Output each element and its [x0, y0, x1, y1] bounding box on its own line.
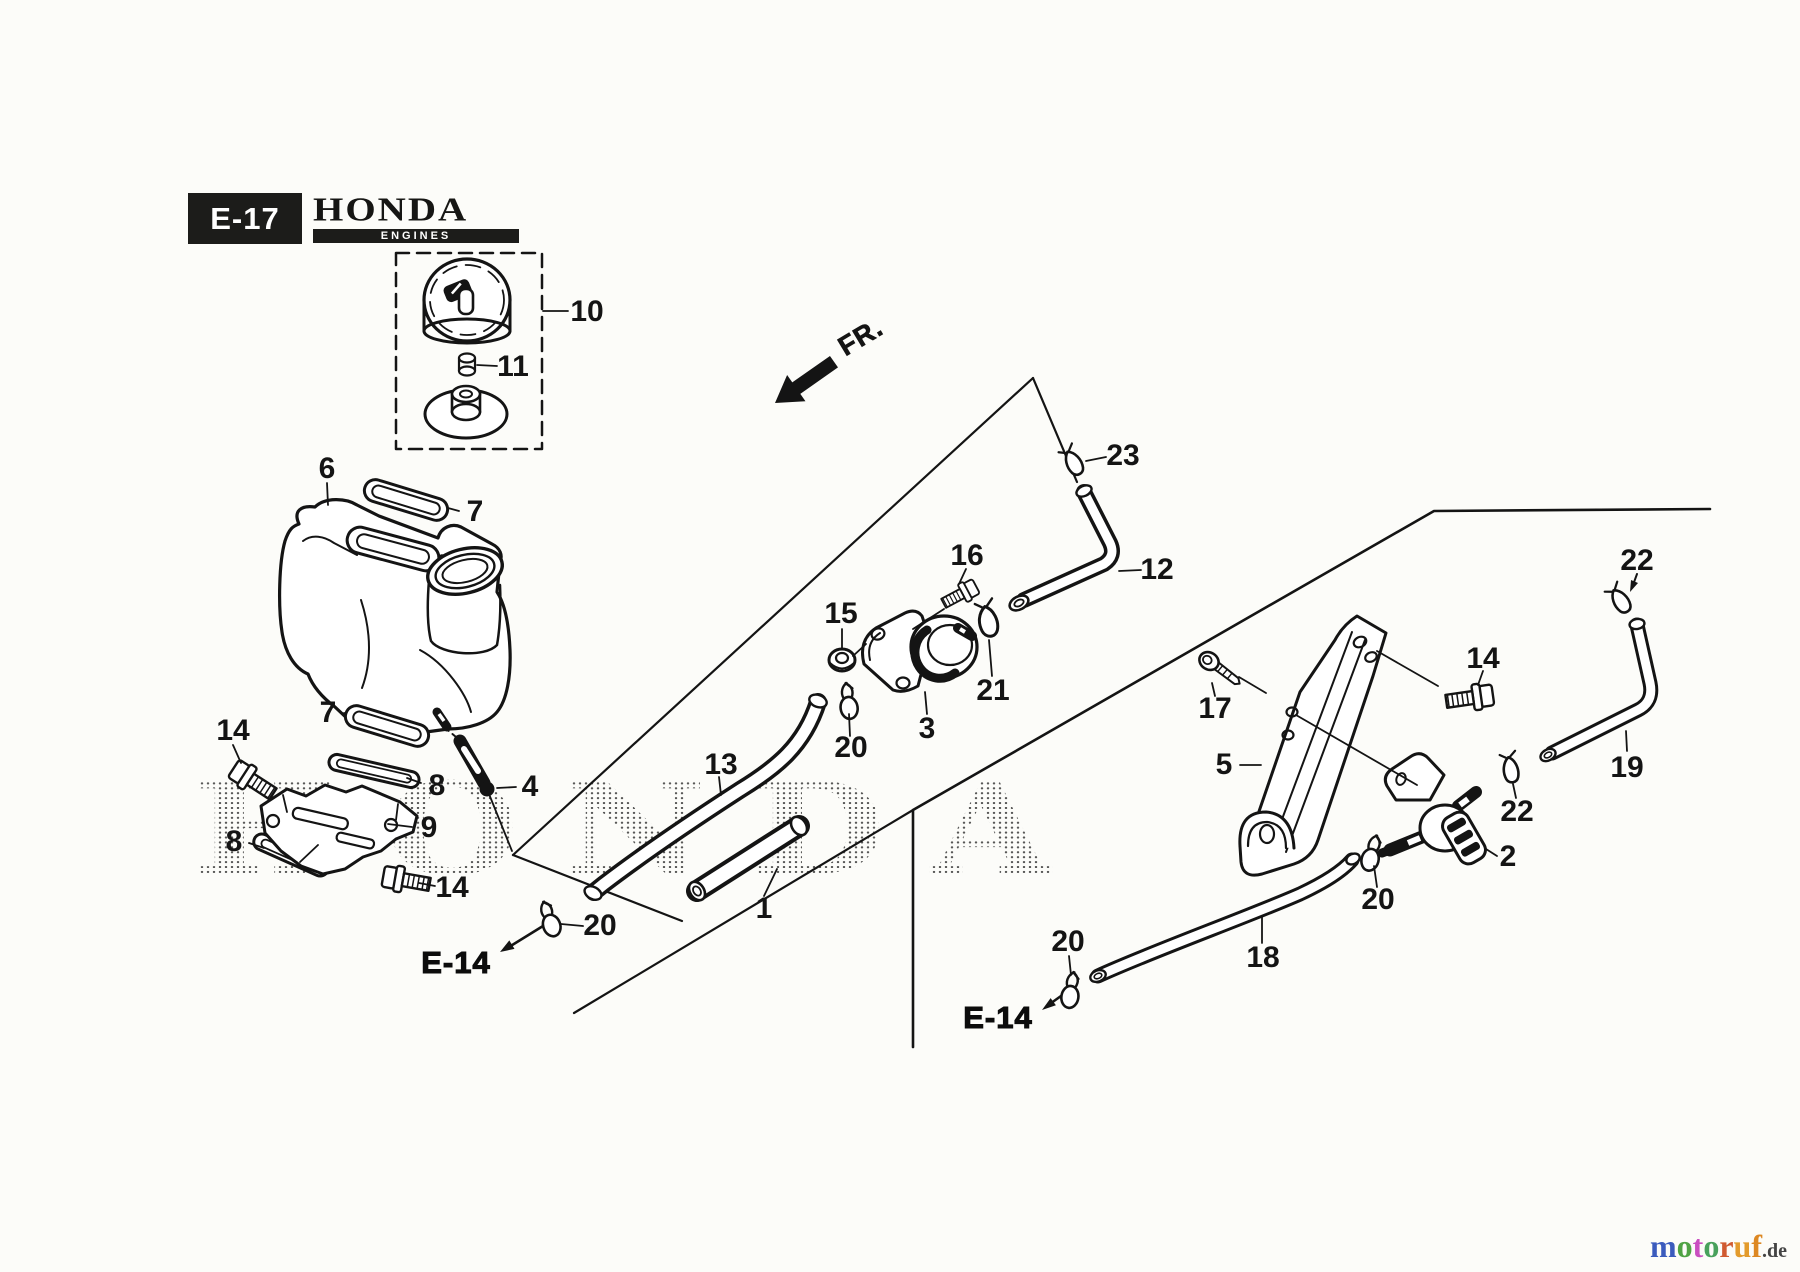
motoruf-logo-suffix: .de	[1761, 1240, 1787, 1262]
honda-engines-logo: HONDA ENGINES	[313, 190, 519, 243]
motoruf-logo: motoruf.de	[1650, 1228, 1787, 1265]
section-code-badge: E-17	[188, 193, 302, 244]
fuel-valve-assembly	[827, 568, 1000, 715]
part-label-4-10: 4	[521, 770, 539, 803]
part-label-14-23: 14	[1466, 642, 1500, 675]
part-label-8-8: 8	[225, 825, 243, 858]
part-label-22-26: 22	[1500, 795, 1534, 828]
part-label-22-24: 22	[1620, 544, 1654, 577]
section-divider-lines	[511, 376, 1712, 1049]
part-label-13-12: 13	[704, 748, 738, 781]
honda-logo-engines-text: ENGINES	[380, 230, 452, 242]
honda-logo-word: HONDA	[313, 190, 469, 229]
tank-mount-parts	[225, 744, 436, 899]
part-label-7-4: 7	[319, 696, 337, 729]
part-label-23-19: 23	[1106, 439, 1140, 472]
part-label-16-16: 16	[950, 539, 984, 572]
part-label-19-25: 19	[1610, 751, 1644, 784]
front-direction-arrow	[775, 355, 838, 403]
part-label-5-22: 5	[1215, 748, 1233, 781]
part-label-7-3: 7	[466, 495, 484, 528]
honda-logo-engines-bar: ENGINES	[313, 229, 519, 243]
fuel-tank	[278, 482, 512, 738]
fuel-cap-kit-box	[394, 251, 569, 451]
part-label-2-27: 2	[1499, 840, 1517, 873]
part-label-6-2: 6	[318, 452, 336, 485]
fuel-strainer	[443, 726, 517, 852]
crossref-label-1: E-14	[963, 999, 1033, 1035]
part-label-1-13: 1	[755, 892, 773, 925]
part-label-18-29: 18	[1246, 941, 1280, 974]
part-label-15-15: 15	[824, 597, 858, 630]
hose-clips-left	[500, 442, 1089, 952]
part-label-20-28: 20	[1361, 883, 1395, 916]
part-label-20-30: 20	[1051, 925, 1085, 958]
part-label-14-5: 14	[216, 714, 250, 747]
bracket-valve-section	[1042, 573, 1659, 1011]
tank-cushions	[343, 478, 450, 748]
section-code-text: E-17	[210, 201, 280, 236]
part-label-21-18: 21	[976, 674, 1010, 707]
part-label-12-20: 12	[1140, 553, 1174, 586]
part-label-20-11: 20	[583, 909, 617, 942]
motoruf-logo-word: motoruf	[1650, 1228, 1762, 1264]
part-label-20-14: 20	[834, 731, 868, 764]
part-label-10-0: 10	[570, 295, 604, 328]
part-label-17-21: 17	[1198, 692, 1232, 725]
fuel-hoses-left	[583, 456, 1142, 902]
part-label-11-1: 11	[497, 350, 529, 383]
crossref-label-0: E-14	[421, 944, 491, 980]
part-label-9-7: 9	[420, 811, 438, 844]
part-label-14-9: 14	[435, 871, 469, 904]
part-label-3-17: 3	[918, 712, 936, 745]
part-label-8-6: 8	[428, 769, 446, 802]
